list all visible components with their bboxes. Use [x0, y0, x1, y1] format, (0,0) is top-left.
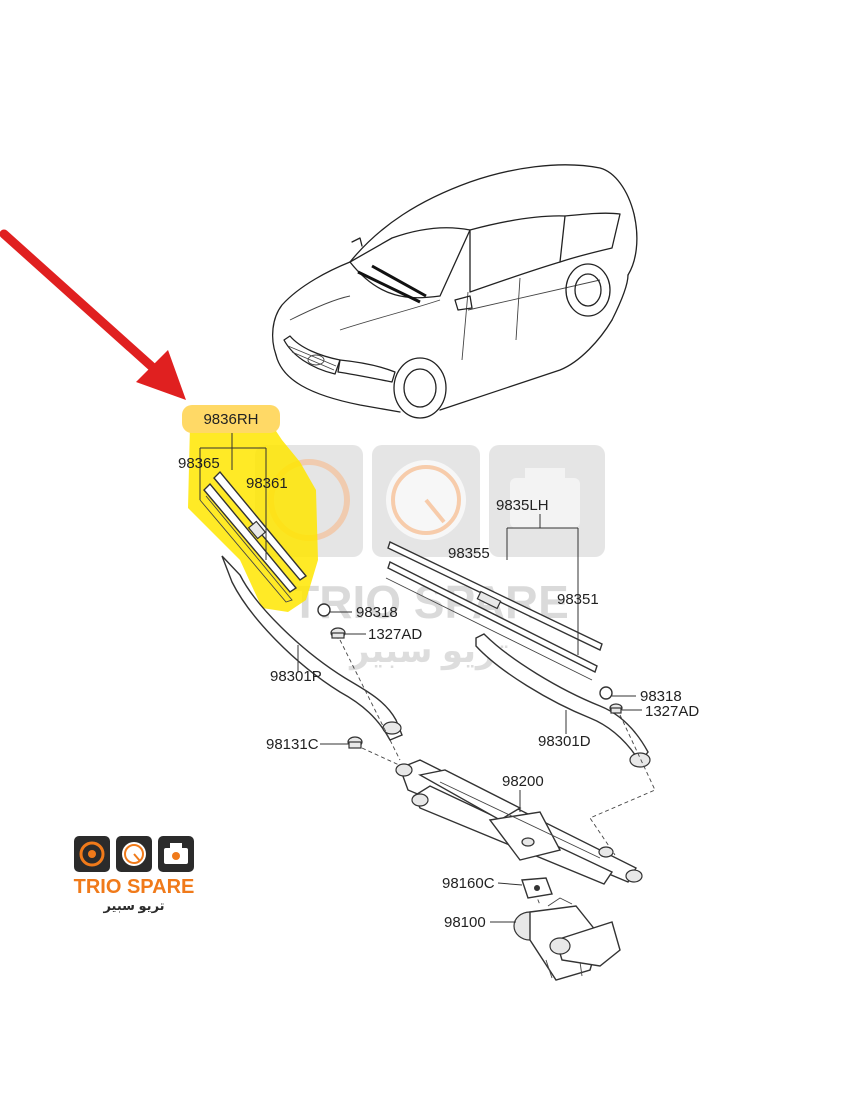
wiper-arm-driver [475, 633, 651, 768]
wiper-blade-rh [199, 470, 308, 603]
engine-icon [164, 843, 188, 864]
red-arrow-icon [0, 229, 186, 400]
label-blade-lh-1: 98355 [448, 545, 490, 562]
logo-brand-text: TRIO SPARE [74, 876, 195, 898]
part-labels: 9836RH 98365 98361 9835LH 98355 98351 98… [178, 405, 699, 931]
label-assembly-lh: 9835LH [496, 497, 549, 514]
label-blade-rh-2: 98361 [246, 475, 288, 492]
label-bracket: 98160C [442, 875, 495, 892]
car-illustration [271, 164, 638, 419]
watermark-engine-icon [510, 468, 580, 528]
dashed-line-1 [339, 639, 401, 761]
label-assembly-rh: 9836RH [203, 411, 258, 428]
label-cap-1: 98318 [356, 604, 398, 621]
leader-lines [199, 432, 642, 923]
cap-98318-top [317, 603, 331, 617]
nut-1327AD-right [609, 703, 623, 714]
label-blade-lh-2: 98351 [557, 591, 599, 608]
dashed-line-4 [529, 879, 541, 906]
cap-98318-right [599, 686, 613, 700]
label-blade-rh-1: 98365 [178, 455, 220, 472]
label-nut-1: 1327AD [368, 626, 422, 643]
nut-1327AD-top [330, 627, 346, 639]
wiper-arm-passenger [221, 555, 403, 741]
label-arm-driver: 98301D [538, 733, 591, 750]
label-highlight-box [182, 405, 280, 433]
label-cap-2: 98318 [640, 688, 682, 705]
bracket-98160C [521, 877, 553, 899]
wiper-linkage [395, 759, 643, 885]
trio-spare-logo: TRIO SPARE تريو سبير [74, 836, 195, 913]
label-linkage: 98200 [502, 773, 544, 790]
dashed-line-3 [589, 714, 656, 856]
label-motor: 98100 [444, 914, 486, 931]
label-nut-2: 1327AD [645, 703, 699, 720]
label-pivot-cap: 98131C [266, 736, 319, 753]
label-arm-passenger: 98301P [270, 668, 322, 685]
wiper-blade-lh [385, 541, 603, 681]
wiper-motor [513, 897, 621, 981]
pivot-cap-98131C [347, 736, 363, 749]
disc-brake-icon [79, 841, 105, 867]
logo-brand-arabic: تريو سبير [102, 898, 164, 913]
